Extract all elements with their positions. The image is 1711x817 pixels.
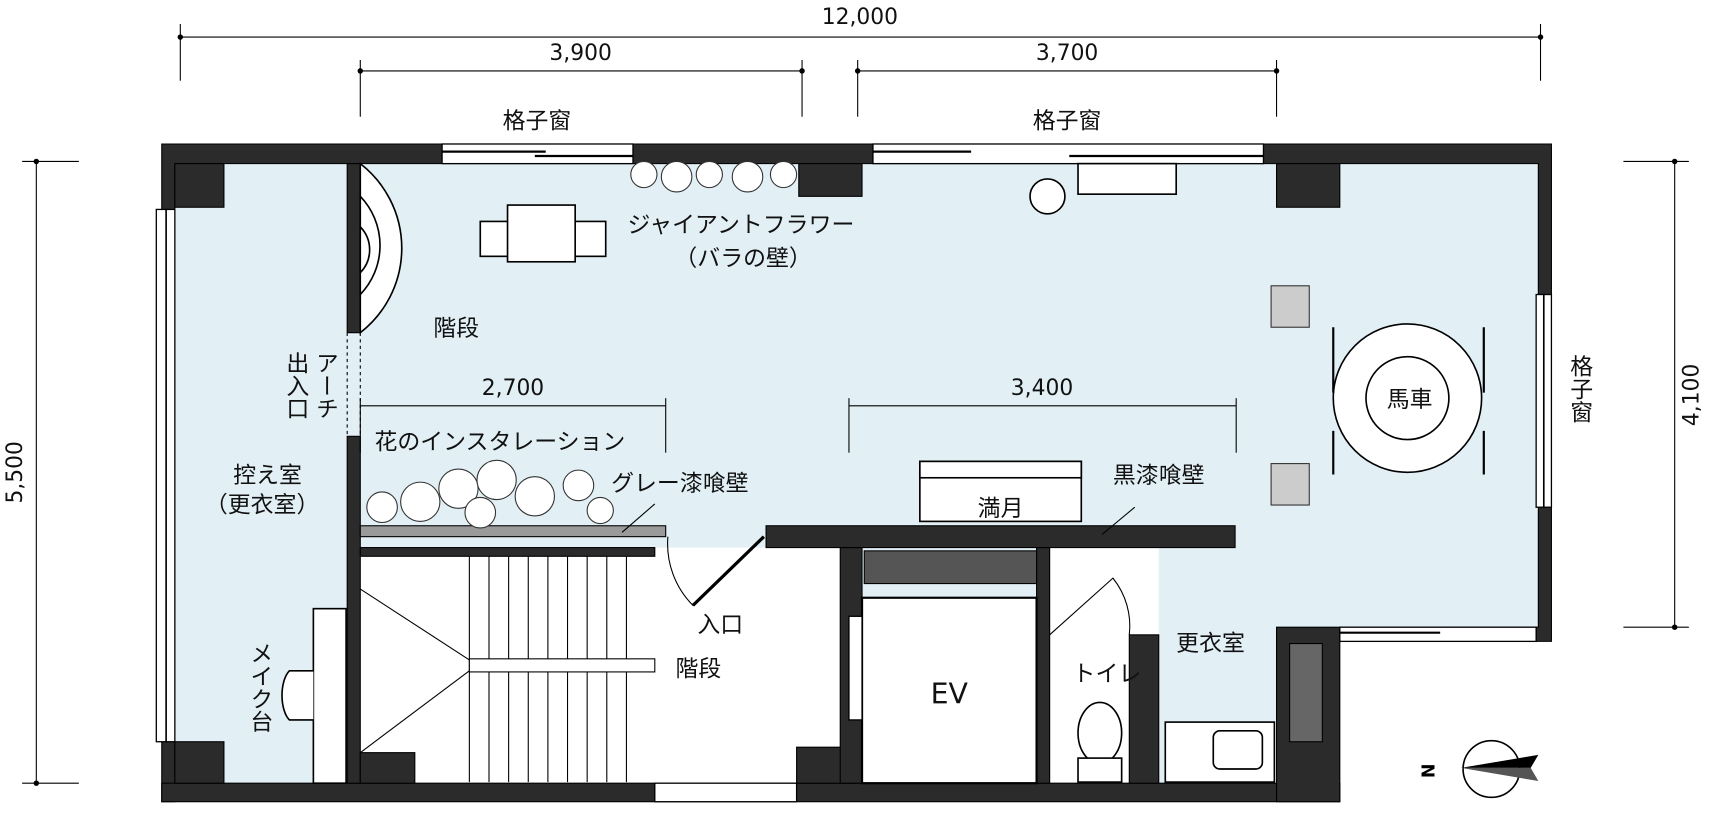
label-dressing-room-paren: （更衣室） bbox=[205, 493, 319, 519]
dim-left-bay: 3,900 bbox=[549, 41, 611, 66]
sink bbox=[1212, 730, 1264, 770]
label-waiting-room: 控え室 bbox=[233, 463, 302, 489]
inner-dimension-lines bbox=[359, 398, 1237, 453]
label-rose-wall: （バラの壁） bbox=[674, 246, 811, 272]
label-lattice-window-left: 格子窗 bbox=[503, 109, 572, 135]
label-flower-installation: 花のインスタレーション bbox=[374, 429, 625, 455]
leader-line bbox=[1101, 506, 1136, 535]
north-label: N bbox=[1417, 764, 1437, 779]
black-plaster-wall bbox=[765, 525, 1236, 549]
label-carriage: 馬車 bbox=[1387, 387, 1433, 413]
makeup-chair bbox=[281, 670, 314, 721]
entrance-door-leaf[interactable] bbox=[691, 535, 766, 607]
label-spiral-stairs: 階段 bbox=[433, 316, 479, 342]
gray-plaster-wall bbox=[359, 525, 667, 538]
dimension-lines bbox=[22, 23, 1689, 786]
carriage bbox=[1270, 285, 1485, 506]
dim-flower-installation: 2,700 bbox=[482, 376, 544, 401]
north-compass-icon bbox=[1460, 739, 1539, 799]
main-stairs bbox=[359, 556, 656, 783]
label-arch: アーチ bbox=[311, 351, 337, 420]
flower-installation bbox=[366, 459, 614, 529]
label-giant-flower: ジャイアントフラワー bbox=[628, 212, 855, 238]
label-lattice-window-side: 格子窗 bbox=[1566, 355, 1593, 424]
dim-right-bay: 3,700 bbox=[1036, 41, 1098, 66]
label-entrance: 入口 bbox=[697, 613, 743, 639]
round-stool bbox=[1029, 178, 1066, 215]
dim-right-depth: 4,100 bbox=[1680, 364, 1705, 426]
storage-slot bbox=[1289, 643, 1323, 743]
label-full-moon: 満月 bbox=[978, 496, 1024, 522]
label-stairs: 階段 bbox=[676, 656, 722, 682]
spiral-stairs bbox=[359, 161, 403, 335]
leader-line bbox=[621, 503, 656, 533]
windows bbox=[155, 143, 1553, 803]
label-gray-plaster-wall: グレー漆喰壁 bbox=[611, 471, 748, 497]
giant-flower-wall bbox=[630, 160, 798, 193]
ev-shaft-box bbox=[863, 550, 1038, 585]
label-black-plaster-wall: 黒漆喰壁 bbox=[1113, 463, 1205, 489]
label-entrance-way: 出入口 bbox=[282, 351, 309, 420]
label-changing-room: 更衣室 bbox=[1176, 631, 1245, 657]
dim-overall-width: 12,000 bbox=[822, 5, 898, 30]
label-makeup-table: メイク台 bbox=[246, 641, 272, 733]
toilet-fixture bbox=[1077, 701, 1123, 783]
full-moon-sofa bbox=[919, 460, 1083, 523]
dim-overall-depth: 5,500 bbox=[3, 441, 28, 503]
dining-table bbox=[479, 204, 607, 263]
label-elevator: EV bbox=[931, 678, 969, 711]
dim-black-wall: 3,400 bbox=[1011, 376, 1073, 401]
sideboard bbox=[1077, 162, 1178, 195]
toilet-door[interactable] bbox=[1049, 577, 1131, 636]
makeup-table bbox=[312, 607, 347, 785]
label-toilet: トイレ bbox=[1073, 662, 1142, 688]
label-lattice-window-right: 格子窗 bbox=[1033, 109, 1102, 135]
